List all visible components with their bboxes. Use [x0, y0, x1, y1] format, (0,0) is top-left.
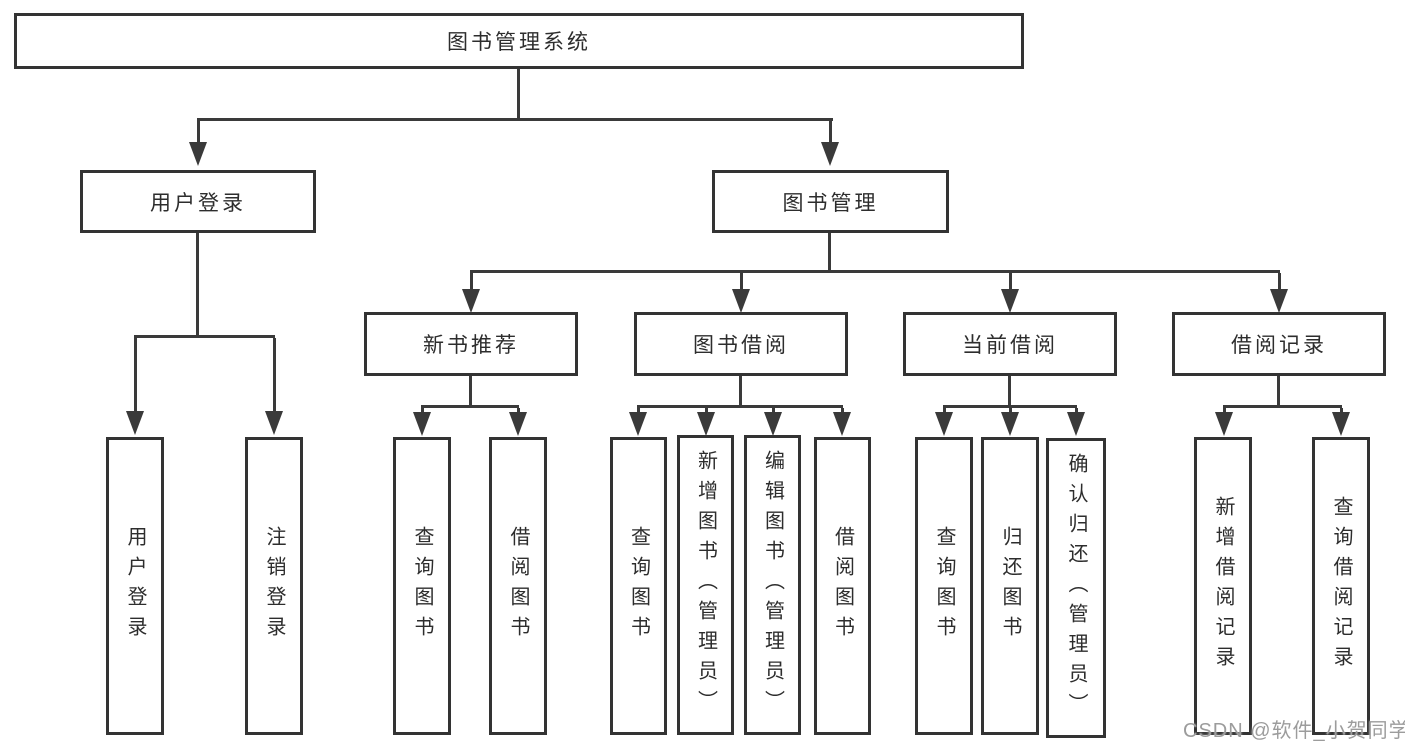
arrow-stem — [637, 408, 640, 414]
node-label: 查询图书 — [627, 526, 650, 646]
leaf-logout-login: 注销登录 — [245, 437, 303, 735]
node-label: 新增图书（管理员） — [694, 450, 717, 720]
connector-vline — [1277, 376, 1280, 407]
arrow-down-icon — [265, 411, 283, 435]
node-label: 查询图书 — [933, 526, 955, 646]
arrow-down-icon — [1001, 412, 1019, 436]
node-label: 图书管理 — [782, 191, 879, 215]
leaf-query-books-recommend: 查询图书 — [393, 437, 451, 735]
arrow-stem — [841, 408, 844, 414]
arrow-down-icon — [413, 412, 431, 436]
arrow-down-icon — [1067, 412, 1085, 436]
arrow-down-icon — [1215, 412, 1233, 436]
node-label: 借阅记录 — [1231, 334, 1327, 357]
arrow-down-icon — [935, 412, 953, 436]
leaf-query-borrow-record: 查询借阅记录 — [1312, 437, 1370, 735]
connector-hline — [197, 118, 833, 121]
arrow-down-icon — [509, 412, 527, 436]
arrow-down-icon — [126, 411, 144, 435]
arrow-stem — [1340, 408, 1343, 414]
arrow-down-icon — [833, 412, 851, 436]
arrow-stem — [705, 408, 708, 414]
arrow-down-icon — [189, 142, 207, 166]
leaf-user-login: 用户登录 — [106, 437, 164, 735]
node-label: 图书管理系统 — [447, 31, 591, 54]
leaf-add-books-admin: 新增图书（管理员） — [677, 435, 734, 735]
leaf-borrow-books-borrow: 借阅图书 — [814, 437, 871, 735]
leaf-edit-books-admin: 编辑图书（管理员） — [744, 435, 801, 735]
watermark: CSDN @软件_小贺同学 — [1183, 720, 1405, 742]
connector-hline — [1223, 405, 1342, 408]
arrow-down-icon — [821, 142, 839, 166]
arrow-down-icon — [1332, 412, 1350, 436]
arrow-down-icon — [697, 412, 715, 436]
arrow-stem — [517, 408, 520, 414]
arrow-stem — [1009, 408, 1012, 414]
arrow-down-icon — [1270, 289, 1288, 313]
node-borrowing-records: 借阅记录 — [1172, 312, 1386, 376]
arrow-stem — [829, 121, 832, 142]
node-current-borrowing: 当前借阅 — [903, 312, 1117, 376]
arrow-stem — [134, 338, 137, 411]
connector-hline — [134, 335, 275, 338]
node-label: 借阅图书 — [507, 526, 529, 646]
node-label: 图书借阅 — [693, 334, 789, 357]
connector-hline — [421, 405, 519, 408]
connector-vline — [469, 376, 472, 407]
node-library-management-system: 图书管理系统 — [14, 13, 1024, 69]
leaf-add-borrow-record: 新增借阅记录 — [1194, 437, 1252, 735]
arrow-stem — [273, 338, 276, 411]
arrow-stem — [1223, 408, 1226, 414]
arrow-stem — [772, 408, 775, 414]
node-label: 归还图书 — [999, 526, 1021, 646]
node-label: 新增借阅记录 — [1212, 496, 1234, 676]
arrow-down-icon — [764, 412, 782, 436]
leaf-confirm-return-admin: 确认归还（管理员） — [1046, 438, 1106, 738]
arrow-stem — [1075, 408, 1078, 414]
node-book-borrowing: 图书借阅 — [634, 312, 848, 376]
node-new-book-recommendation: 新书推荐 — [364, 312, 578, 376]
arrow-stem — [470, 273, 473, 289]
leaf-query-books-borrow: 查询图书 — [610, 437, 667, 735]
node-label: 查询图书 — [411, 526, 433, 646]
connector-hline — [637, 405, 843, 408]
arrow-down-icon — [1001, 289, 1019, 313]
leaf-borrow-books-recommend: 借阅图书 — [489, 437, 547, 735]
node-label: 新书推荐 — [423, 334, 519, 357]
arrow-down-icon — [462, 289, 480, 313]
arrow-stem — [1278, 273, 1281, 289]
arrow-stem — [421, 408, 424, 414]
connector-hline — [470, 270, 1280, 273]
node-label: 借阅图书 — [831, 526, 854, 646]
connector-vline — [196, 233, 199, 337]
node-book-management: 图书管理 — [712, 170, 949, 233]
node-label: 注销登录 — [263, 526, 285, 646]
connector-vline — [828, 233, 831, 272]
arrow-stem — [197, 121, 200, 142]
node-user-login: 用户登录 — [80, 170, 316, 233]
leaf-query-books-current: 查询图书 — [915, 437, 973, 735]
arrow-stem — [1009, 273, 1012, 289]
node-label: 查询借阅记录 — [1330, 496, 1352, 676]
connector-vline — [739, 376, 742, 407]
arrow-stem — [943, 408, 946, 414]
arrow-stem — [740, 273, 743, 289]
leaf-return-books: 归还图书 — [981, 437, 1039, 735]
connector-vline — [1008, 376, 1011, 407]
arrow-down-icon — [732, 289, 750, 313]
arrow-down-icon — [629, 412, 647, 436]
node-label: 编辑图书（管理员） — [761, 450, 784, 720]
connector-hline — [943, 405, 1077, 408]
node-label: 用户登录 — [150, 191, 246, 215]
node-label: 确认归还（管理员） — [1065, 453, 1087, 723]
node-label: 用户登录 — [124, 526, 146, 646]
connector-vline — [517, 69, 520, 119]
node-label: 当前借阅 — [962, 334, 1058, 357]
